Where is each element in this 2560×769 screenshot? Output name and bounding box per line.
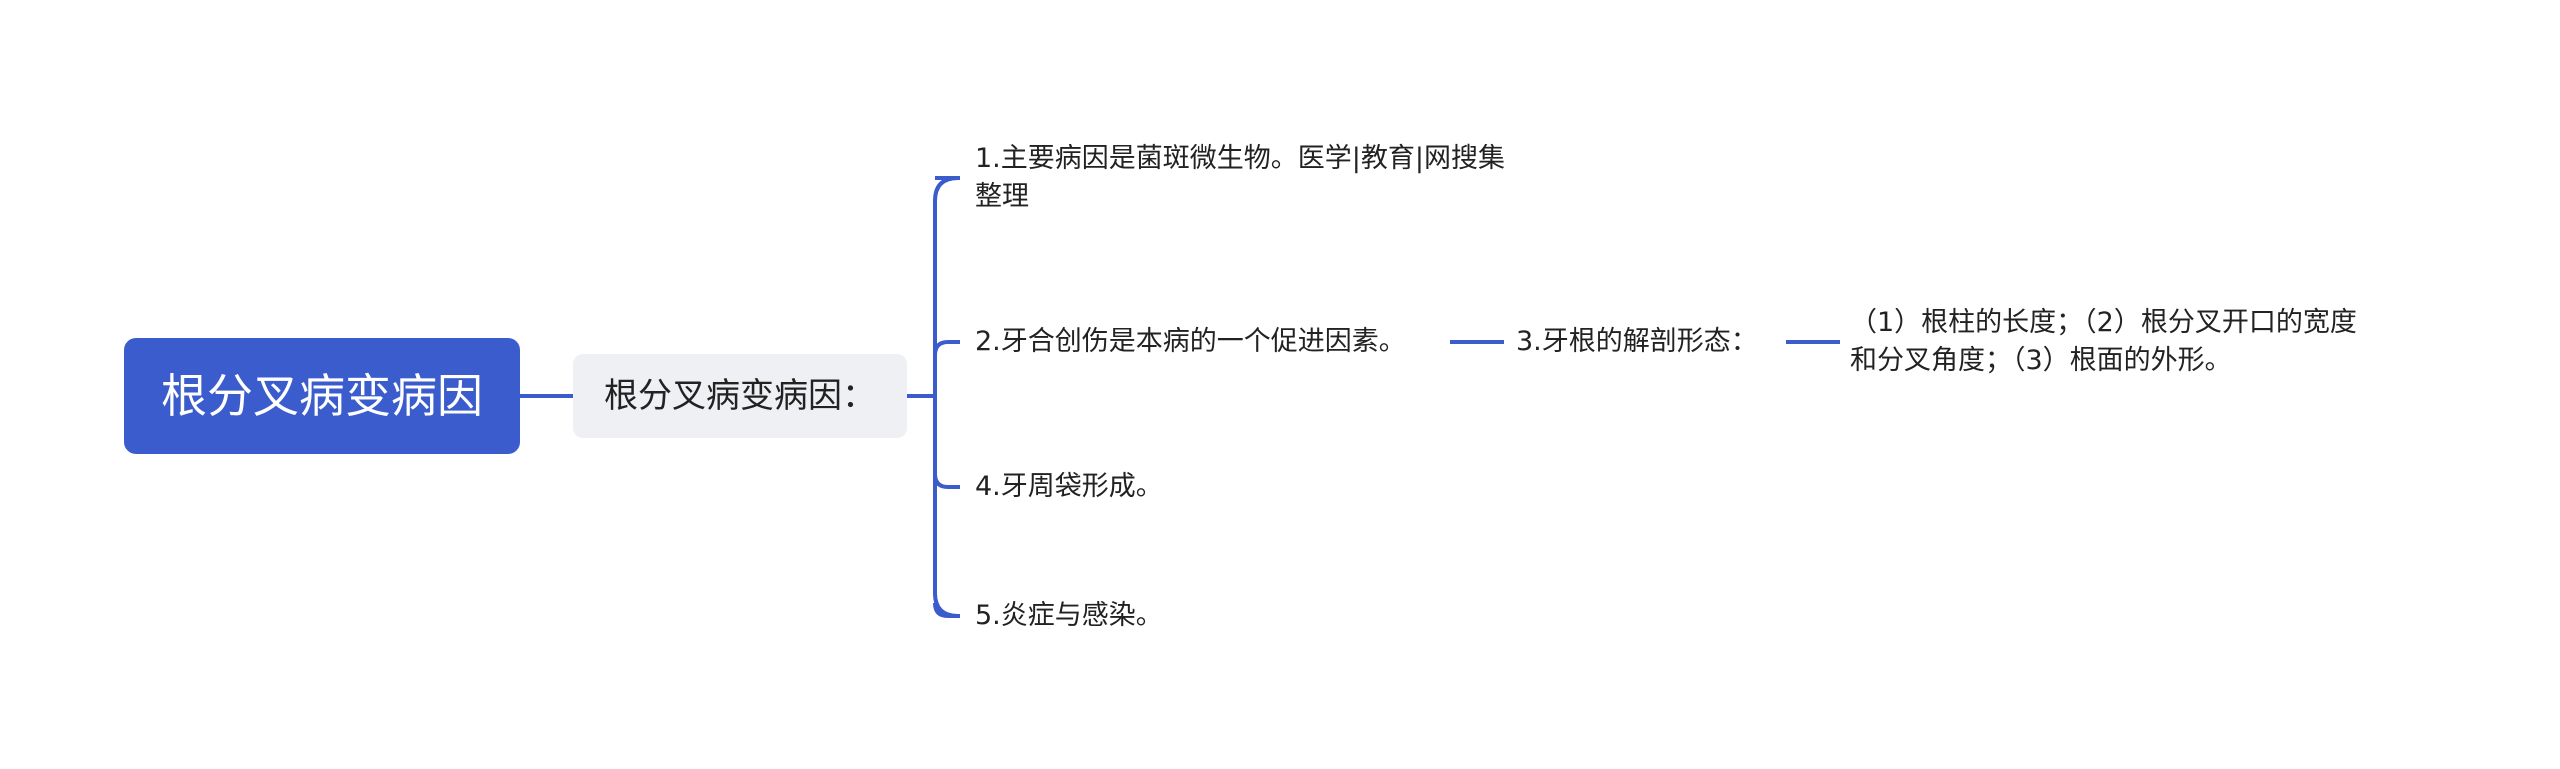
- leaf-node-item1[interactable]: 1.主要病因是菌斑微生物。医学|教育|网搜集 整理: [975, 140, 1505, 216]
- leaf-item2-label: 2.牙合创伤是本病的一个促进因素。: [975, 326, 1406, 357]
- leaf-node-item4[interactable]: 4.牙周袋形成。: [975, 468, 1163, 506]
- branch-node[interactable]: 根分叉病变病因：: [573, 354, 907, 438]
- leaf-item3-detail-line2: 和分叉角度；（3）根面的外形。: [1850, 345, 2232, 376]
- leaf-item5-label: 5.炎症与感染。: [975, 600, 1163, 631]
- branch-node-label: 根分叉病变病因：: [604, 376, 876, 416]
- connector-trunk: [933, 176, 959, 618]
- leaf-item4-label: 4.牙周袋形成。: [975, 471, 1163, 502]
- connector-item4: [933, 473, 960, 489]
- leaf-item1-line2: 整理: [975, 181, 1029, 212]
- connector-item2: [933, 340, 960, 356]
- root-node[interactable]: 根分叉病变病因: [124, 338, 520, 454]
- leaf-item3-label: 3.牙根的解剖形态：: [1516, 326, 1758, 357]
- leaf-node-item3-detail[interactable]: （1）根柱的长度；（2）根分叉开口的宽度 和分叉角度；（3）根面的外形。: [1850, 304, 2357, 380]
- connector-item5: [933, 602, 960, 618]
- leaf-node-item3[interactable]: 3.牙根的解剖形态：: [1516, 323, 1758, 361]
- leaf-item1-line1: 1.主要病因是菌斑微生物。医学|教育|网搜集: [975, 143, 1505, 174]
- root-node-label: 根分叉病变病因: [161, 369, 483, 423]
- leaf-node-item5[interactable]: 5.炎症与感染。: [975, 597, 1163, 635]
- leaf-node-item2[interactable]: 2.牙合创伤是本病的一个促进因素。: [975, 323, 1406, 361]
- leaf-item3-detail-line1: （1）根柱的长度；（2）根分叉开口的宽度: [1850, 307, 2357, 338]
